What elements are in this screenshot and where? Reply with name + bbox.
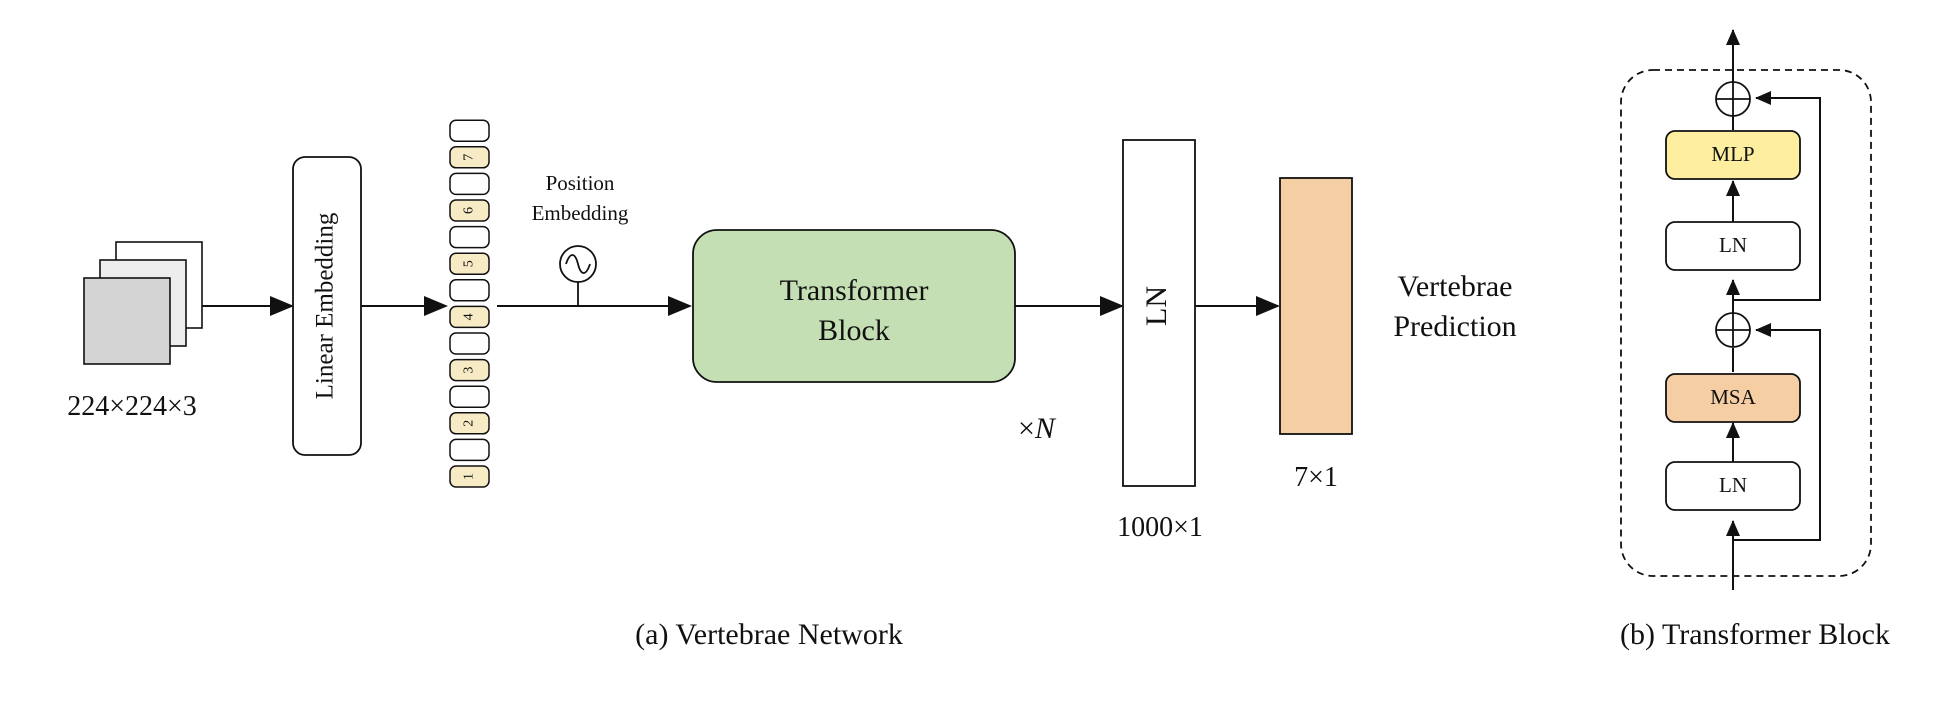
patch-token-7 — [449, 146, 490, 169]
patch-token-label: 7 — [462, 154, 477, 161]
msa-box — [1665, 373, 1801, 423]
repeat-n-label: ×N — [1018, 412, 1057, 445]
ln-box-bottom — [1665, 461, 1801, 511]
patch-token-3 — [449, 358, 490, 382]
caption-vertebrae-network: (a) Vertebrae Network — [635, 618, 903, 651]
patch-token-label: 6 — [462, 207, 477, 214]
mlp-box — [1665, 130, 1801, 180]
mlp-label: MLP — [1711, 142, 1754, 166]
patch-token-2 — [449, 412, 490, 435]
patch-token-label: 4 — [462, 313, 477, 320]
linear-embedding-label: Linear Embedding — [312, 212, 339, 399]
patch-token-blank — [449, 279, 490, 302]
layer-norm-label: LN — [1140, 286, 1173, 326]
position-embedding-label-line1: Position — [546, 171, 615, 195]
sine-wave-icon — [559, 245, 597, 306]
patch-token-6 — [449, 199, 490, 222]
input-slice-front — [83, 277, 171, 365]
add-operator-upper-icon — [1715, 81, 1751, 117]
patch-token-blank — [449, 225, 490, 249]
output-vector-box — [1279, 177, 1353, 435]
transformer-label-line1: Transformer — [780, 274, 929, 307]
prediction-label-line2: Prediction — [1393, 310, 1516, 343]
input-image-stack — [83, 241, 203, 365]
ln-label-top: LN — [1719, 233, 1747, 257]
patch-token-4 — [449, 305, 490, 329]
residual-connection-lower — [1733, 323, 1821, 541]
patch-token-blank — [449, 119, 490, 142]
caption-transformer-block: (b) Transformer Block — [1620, 618, 1890, 651]
input-dims-label: 224×224×3 — [67, 391, 197, 422]
patch-token-label: 1 — [462, 473, 477, 480]
patch-token-blank — [449, 172, 490, 196]
patch-token-label: 2 — [462, 420, 477, 427]
prediction-label-line1: Vertebrae — [1398, 270, 1513, 303]
add-operator-lower-icon — [1715, 312, 1751, 348]
layer-norm-box — [1122, 139, 1196, 487]
patch-token-label: 3 — [462, 367, 477, 374]
patch-token-blank — [449, 385, 490, 408]
patch-token-label: 5 — [462, 260, 477, 267]
position-embedding-label-line2: Embedding — [532, 201, 629, 225]
ln-box-top — [1665, 221, 1801, 271]
repeat-symbol: N — [1034, 412, 1057, 445]
output-dims-label: 7×1 — [1294, 462, 1338, 493]
ln-label-bottom: LN — [1719, 473, 1747, 497]
msa-label: MSA — [1710, 385, 1756, 409]
patch-token-blank — [449, 438, 490, 462]
transformer-block-outline — [1620, 69, 1872, 577]
patch-token-blank — [449, 332, 490, 355]
patch-token-column: 1 2 3 4 5 6 7 — [449, 119, 490, 488]
transformer-label-line2: Block — [818, 314, 890, 347]
ln-dims-label: 1000×1 — [1117, 512, 1203, 543]
patch-token-1 — [449, 465, 490, 488]
repeat-prefix: × — [1018, 412, 1035, 445]
residual-connection-upper — [1733, 91, 1821, 301]
patch-token-5 — [449, 252, 490, 275]
